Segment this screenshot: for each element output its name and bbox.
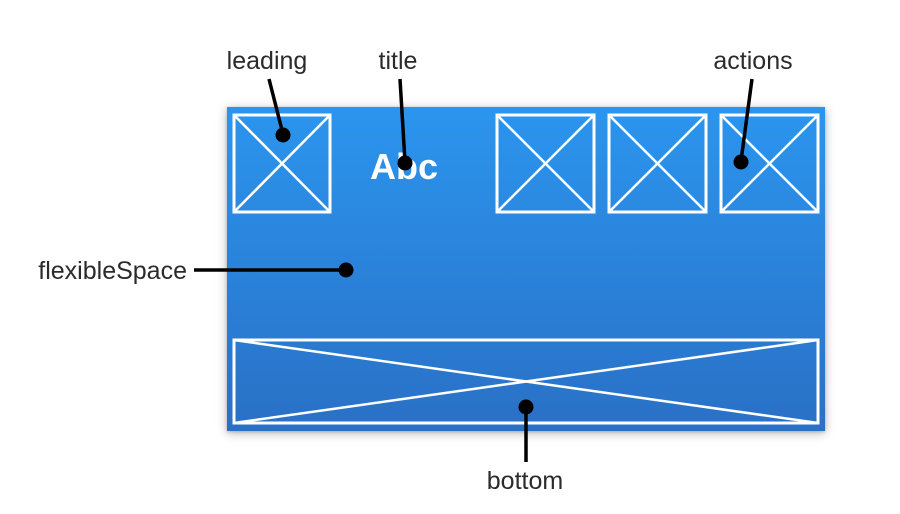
action-2-placeholder-icon bbox=[607, 113, 708, 214]
label-bottom: bottom bbox=[487, 467, 563, 495]
label-actions: actions bbox=[713, 47, 792, 75]
dot-title bbox=[397, 155, 413, 171]
dot-flexible-space bbox=[338, 262, 354, 278]
leading-placeholder-icon bbox=[232, 113, 332, 214]
label-flexible-space: flexibleSpace bbox=[38, 257, 187, 285]
dot-actions bbox=[733, 154, 749, 170]
label-leading: leading bbox=[227, 47, 308, 75]
pointer-actions bbox=[739, 78, 754, 162]
pointer-leading bbox=[267, 78, 285, 135]
dot-bottom bbox=[518, 399, 534, 415]
action-1-placeholder-icon bbox=[495, 113, 596, 214]
dot-leading bbox=[275, 127, 291, 143]
action-3-placeholder-icon bbox=[719, 113, 820, 214]
pointer-title bbox=[398, 78, 407, 163]
label-title: title bbox=[379, 47, 418, 75]
